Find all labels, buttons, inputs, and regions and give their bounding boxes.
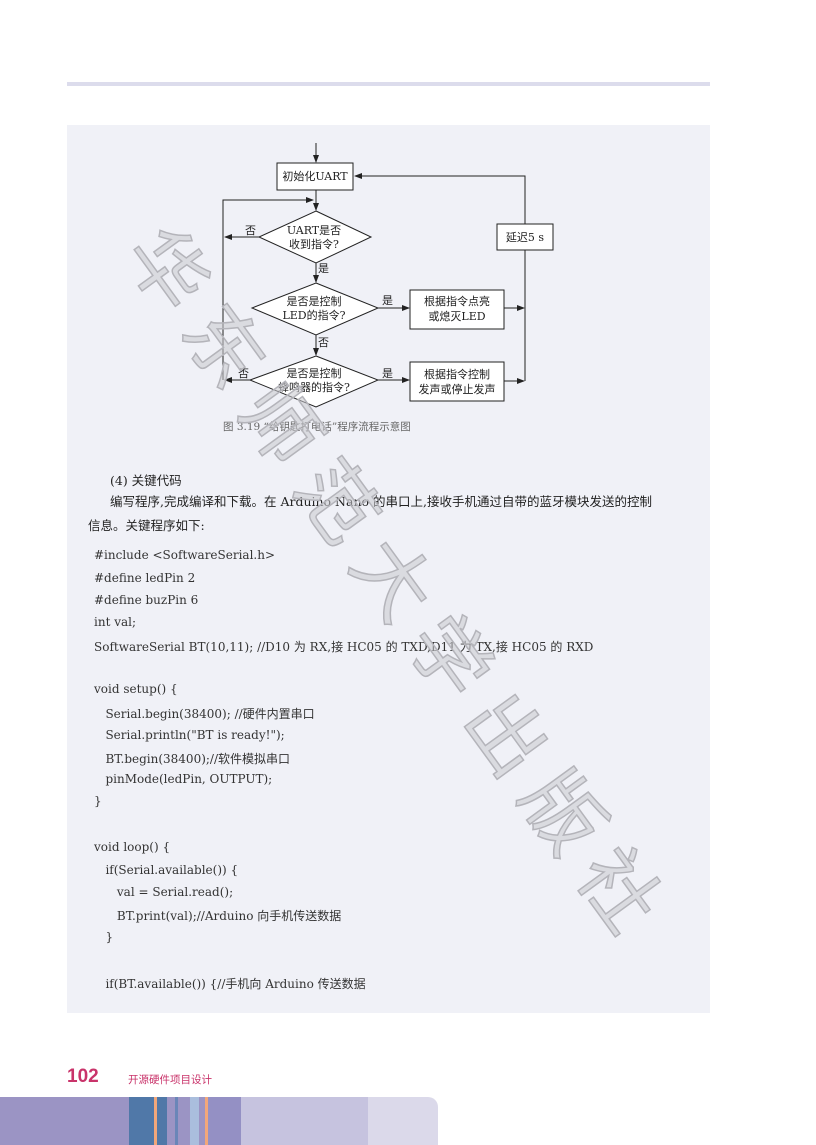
decision2-line1: 是否是控制 [287, 294, 342, 308]
yes-label: 是 [318, 262, 329, 275]
decision1-line2: 收到指令? [289, 237, 339, 251]
no-label: 否 [318, 336, 329, 349]
flowchart: 初始化UART UART是否 收到指令? 是否是控制 LED的指令? 是否是控制… [222, 143, 554, 408]
top-rule [67, 82, 710, 86]
code-line: #include <SoftwareSerial.h> [94, 548, 276, 562]
action-buzzer-box [409, 361, 505, 402]
code-line: #define ledPin 2 [94, 571, 196, 585]
paragraph-line: 编写程序,完成编译和下载。在 Arduino Nano 的串口上,接收手机通过自… [110, 494, 652, 509]
code-line: BT.begin(38400);//软件模拟串口 [94, 752, 291, 766]
code-line: void setup() { [94, 682, 178, 696]
page-number: 102 [67, 1066, 99, 1087]
decision3-line2: 蜂鸣器的指令? [278, 380, 350, 394]
action-led-line2: 或熄灭LED [428, 309, 485, 323]
code-line: } [94, 794, 102, 808]
decision-1 [257, 210, 373, 264]
decision2-line2: LED的指令? [282, 308, 345, 322]
init-box [276, 162, 354, 191]
code-line: if(Serial.available()) { [94, 863, 239, 877]
code-line: Serial.println("BT is ready!"); [94, 728, 285, 742]
paragraph-line: 信息。关键程序如下: [88, 518, 205, 533]
decision3-line1: 是否是控制 [287, 366, 342, 380]
figure-caption: 图 3.19 “给钥匙打电话”程序流程示意图 [223, 421, 411, 433]
action-buzzer-line1: 根据指令控制 [424, 367, 490, 381]
code-line: } [94, 930, 114, 944]
code-line: int val; [94, 615, 137, 629]
yes-label: 是 [382, 367, 393, 380]
yes-label: 是 [382, 294, 393, 307]
code-line: pinMode(ledPin, OUTPUT); [94, 772, 273, 786]
code-line: if(BT.available()) {//手机向 Arduino 传送数据 [94, 977, 366, 991]
code-line: void loop() { [94, 840, 171, 854]
content-panel [67, 125, 710, 1013]
code-line: #define buzPin 6 [94, 593, 199, 607]
init-label: 初始化UART [282, 169, 348, 183]
section-heading: (4) 关键代码 [110, 473, 182, 488]
action-led-box [409, 289, 505, 330]
decision-3 [248, 355, 380, 408]
delay-label: 延迟5 s [506, 231, 544, 244]
code-line: SoftwareSerial BT(10,11); //D10 为 RX,接 H… [94, 640, 594, 654]
no-label: 否 [238, 367, 249, 380]
code-line: BT.print(val);//Arduino 向手机传送数据 [94, 909, 342, 923]
no-label: 否 [245, 224, 256, 237]
delay-box [496, 223, 554, 251]
code-line: val = Serial.read(); [94, 885, 234, 899]
decision1-line1: UART是否 [287, 224, 341, 237]
code-line: Serial.begin(38400); //硬件内置串口 [94, 707, 315, 721]
action-buzzer-line2: 发声或停止发声 [419, 382, 496, 396]
book-title: 开源硬件项目设计 [128, 1074, 212, 1086]
action-led-line1: 根据指令点亮 [424, 294, 490, 308]
